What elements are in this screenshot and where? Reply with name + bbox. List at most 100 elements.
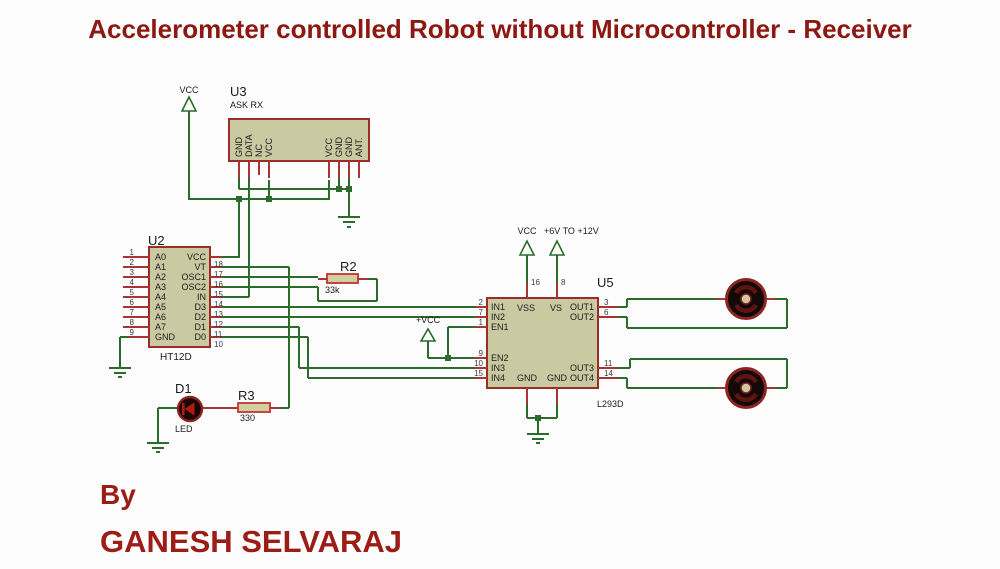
wire-osc	[222, 276, 378, 302]
d1-led: D1 LED	[147, 381, 204, 453]
u5-pin-out2: OUT2	[570, 312, 594, 322]
u5-pinnum-8: 8	[561, 278, 566, 287]
u5-value: L293D	[597, 399, 624, 409]
u2-pin-a5: A5	[155, 302, 166, 312]
u3-pin-vcc1: VCC	[264, 137, 274, 157]
wire-data	[222, 178, 250, 298]
u2-value: HT12D	[160, 352, 192, 363]
wire-d1-in3	[222, 326, 475, 369]
motor-2	[725, 367, 767, 409]
u2-pin-a6: A6	[155, 312, 166, 322]
u2-pinnum-12: 12	[214, 320, 223, 329]
u3-pin-nc: NC	[254, 144, 264, 157]
d1-ref: D1	[175, 381, 192, 396]
u5-pinnum-6: 6	[604, 308, 609, 317]
wire-enable	[427, 326, 475, 359]
u3-ref: U3	[230, 84, 247, 99]
u5-pin-vs: VS	[550, 303, 562, 313]
u3-pin-gnd3: GND	[344, 137, 354, 158]
u2-pin-a1: A1	[155, 262, 166, 272]
u2-pin-a4: A4	[155, 292, 166, 302]
u5-pin-out4: OUT4	[570, 373, 594, 383]
u5-pinnum-3: 3	[604, 298, 609, 307]
u2-pinnum-3: 3	[130, 268, 135, 277]
wire-gnd-rail	[238, 178, 350, 217]
wire-out4	[618, 377, 728, 389]
vss-power-label: VCC	[517, 226, 537, 236]
ground-symbol-u5	[526, 404, 558, 444]
u2-pinnum-6: 6	[130, 298, 135, 307]
u3-value: ASK RX	[230, 100, 263, 110]
u3-pin-gnd1: GND	[234, 137, 244, 158]
u5-pinnum-15: 15	[474, 369, 483, 378]
motor-1	[725, 278, 767, 320]
u2-pin-d2: D2	[194, 312, 206, 322]
junction-dot-gnd	[535, 415, 541, 421]
u5-pin-gnd2: GND	[547, 373, 568, 383]
r3-value: 330	[240, 413, 255, 423]
junction-dot-enable	[445, 355, 451, 361]
vs-arrow-u5	[548, 239, 566, 283]
u5-pin-en2: EN2	[491, 353, 509, 363]
u5-pinnum-16: 16	[531, 278, 540, 287]
u2-pinnum-17: 17	[214, 270, 223, 279]
u2-pin-gnd: GND	[155, 332, 176, 342]
u2-pinnum-8: 8	[130, 318, 135, 327]
u2-pinnum-1: 1	[130, 248, 135, 257]
led-icon	[176, 395, 204, 423]
u5-pin-out1: OUT1	[570, 302, 594, 312]
u5-pinnum-2: 2	[479, 298, 484, 307]
u5-pinnum-10: 10	[474, 359, 483, 368]
u2-pin-in: IN	[197, 292, 206, 302]
page-title: Accelerometer controlled Robot without M…	[88, 14, 912, 44]
r2-value: 33k	[325, 285, 340, 295]
u2-pinnum-2: 2	[130, 258, 135, 267]
wire-out1	[618, 298, 728, 308]
u5-l293d: U5 L293D IN1 IN2 EN1 EN2 IN3 IN4 OUT1 OU…	[474, 275, 624, 409]
byline-author: GANESH SELVARAJ	[100, 524, 403, 559]
pvcc-arrow	[419, 327, 437, 342]
u2-pinnum-13: 13	[214, 310, 223, 319]
u2-pin-a0: A0	[155, 252, 166, 262]
u2-pin-vt: VT	[194, 262, 206, 272]
d1-value: LED	[175, 424, 193, 434]
u3-module: U3 ASK RX GND DATA NC VCC VCC GND GND AN…	[228, 84, 370, 178]
u5-ref: U5	[597, 275, 614, 290]
u2-pinnum-16: 16	[214, 280, 223, 289]
u3-pin-gnd2: GND	[334, 137, 344, 158]
u5-pinnum-7: 7	[479, 308, 484, 317]
u2-pin-d1: D1	[194, 322, 206, 332]
vcc-arrow-u5	[518, 239, 536, 283]
u5-pin-vss: VSS	[517, 303, 535, 313]
u2-pin-d0: D0	[194, 332, 206, 342]
u5-pin-out3: OUT3	[570, 363, 594, 373]
u2-pin-a3: A3	[155, 282, 166, 292]
u2-ht12d: U2 HT12D A0 A1 A2 A3 A4 A5 A6 A7 GND VCC…	[123, 233, 223, 363]
u5-pinnum-11: 11	[604, 359, 613, 368]
u2-pinnum-18: 18	[214, 260, 223, 269]
r3-resistor: R3 330	[203, 388, 281, 423]
u5-pin-in1: IN1	[491, 302, 505, 312]
u2-pin-osc1: OSC1	[181, 272, 206, 282]
r3-ref: R3	[238, 388, 255, 403]
ground-symbol-u2	[109, 336, 131, 378]
wire-d0-in4	[222, 336, 475, 379]
u3-pin-vcc2: VCC	[324, 137, 334, 157]
u2-pin-vcc: VCC	[187, 252, 207, 262]
ground-symbol-u3	[338, 216, 360, 228]
u5-pinnum-14: 14	[604, 369, 613, 378]
u2-pinnum-5: 5	[130, 288, 135, 297]
u5-pin-gnd1: GND	[517, 373, 538, 383]
u2-pin-a7: A7	[155, 322, 166, 332]
vcc-arrow-u3	[180, 95, 198, 200]
u2-pin-osc2: OSC2	[181, 282, 206, 292]
u2-pin-d3: D3	[194, 302, 206, 312]
u2-pin-a2: A2	[155, 272, 166, 282]
vcc-label-u3: VCC	[179, 85, 199, 95]
u2-pinnum-15: 15	[214, 290, 223, 299]
u5-pinnum-1: 1	[479, 318, 484, 327]
vs-power-label: +6V TO +12V	[544, 226, 599, 236]
u2-pinnum-4: 4	[130, 278, 135, 287]
